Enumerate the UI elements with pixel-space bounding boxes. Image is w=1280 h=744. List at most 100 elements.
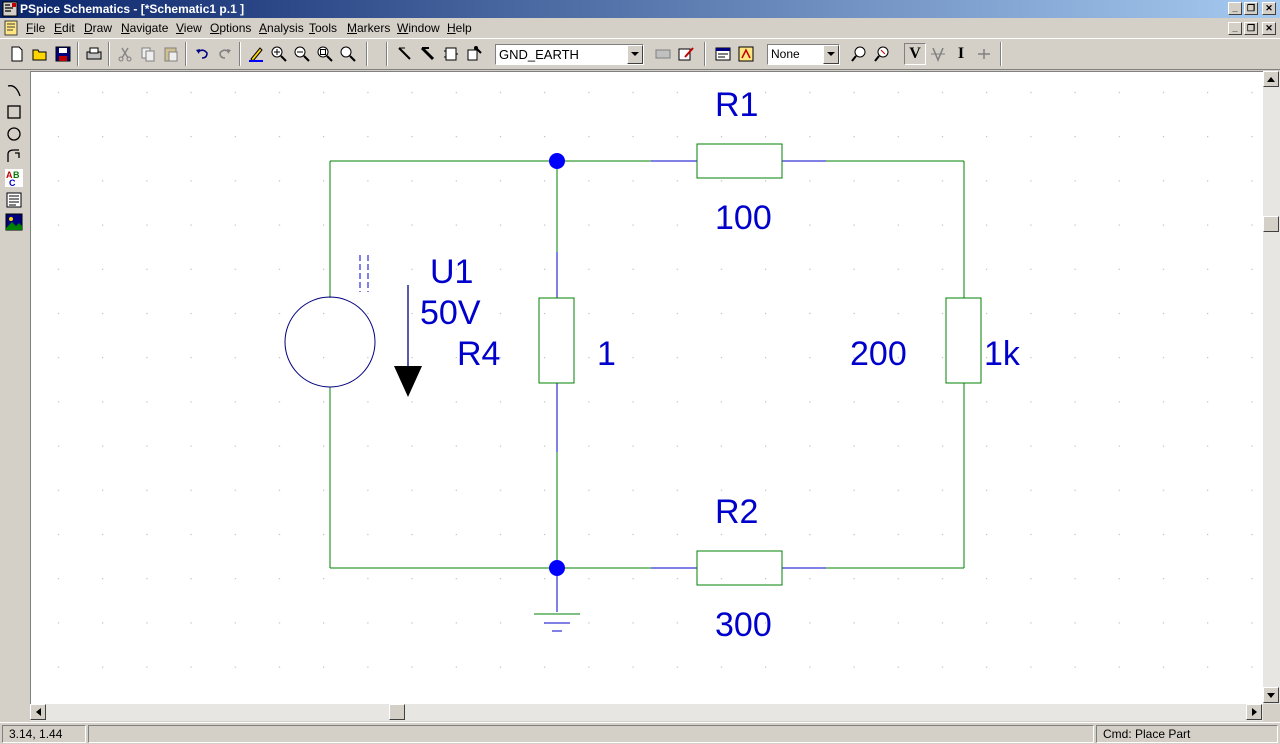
undo-button[interactable] <box>191 43 213 65</box>
circle-icon <box>7 127 21 141</box>
zoom-out-button[interactable] <box>291 43 313 65</box>
r3-ref-label[interactable]: 1k <box>984 335 1021 373</box>
schematic-drawing[interactable]: R1 100 R2 300 200 1k R4 1 U1 50V <box>31 72 1264 705</box>
zoom-area-icon <box>317 46 333 62</box>
pspice-app-icon[interactable] <box>2 1 18 17</box>
menu-window[interactable]: Window <box>397 21 440 35</box>
window-title: PSpice Schematics - [*Schematic1 p.1 ] <box>20 2 245 16</box>
schematic-canvas[interactable]: R1 100 R2 300 200 1k R4 1 U1 50V <box>30 71 1264 705</box>
voltage-marker-button[interactable]: V <box>904 43 926 65</box>
scroll-down-button[interactable] <box>1263 687 1279 703</box>
junction-bottom[interactable] <box>549 560 565 576</box>
chevron-right-icon <box>1251 708 1257 716</box>
menu-edit[interactable]: Edit <box>54 21 75 35</box>
draw-circle-button[interactable] <box>4 124 24 144</box>
picture-icon <box>5 213 23 231</box>
draw-block-button[interactable] <box>440 43 462 65</box>
menu-navigate[interactable]: Navigate <box>121 21 169 35</box>
open-button[interactable] <box>29 43 51 65</box>
horizontal-scrollbar[interactable] <box>30 704 1263 721</box>
menu-options[interactable]: Options <box>210 21 252 35</box>
draw-wire-button[interactable] <box>394 43 416 65</box>
differential-marker-button[interactable] <box>927 43 949 65</box>
u1-value-label[interactable]: 50V <box>420 294 481 332</box>
menu-help[interactable]: Help <box>447 21 472 35</box>
zoom-area-button[interactable] <box>314 43 336 65</box>
doc-restore-button[interactable]: ❐ <box>1244 22 1258 35</box>
simulate-button[interactable] <box>735 43 757 65</box>
enable-bias-button[interactable] <box>871 43 893 65</box>
marker-dropdown-button[interactable] <box>823 45 839 64</box>
menu-markers[interactable]: Markers <box>347 21 391 35</box>
print-button[interactable] <box>83 43 105 65</box>
horizontal-scroll-thumb[interactable] <box>389 704 405 720</box>
current-marker-button[interactable]: I <box>950 43 972 65</box>
minimize-button[interactable]: _ <box>1228 2 1242 15</box>
probe-button[interactable] <box>848 43 870 65</box>
ground-symbol[interactable] <box>534 613 580 632</box>
draw-box-button[interactable] <box>4 102 24 122</box>
attributes-icon <box>655 49 671 59</box>
svg-text:B: B <box>13 170 20 180</box>
get-new-part-button[interactable] <box>463 43 485 65</box>
resistor-r4[interactable] <box>538 297 575 384</box>
menu-draw[interactable]: Draw <box>84 21 113 35</box>
part-browser-combo[interactable]: GND_EARTH <box>495 44 644 65</box>
r4-value-label[interactable]: 1 <box>597 335 616 373</box>
paste-button[interactable] <box>160 43 182 65</box>
r2-ref-label[interactable]: R2 <box>715 493 758 531</box>
scroll-right-button[interactable] <box>1246 704 1262 720</box>
resistor-r3[interactable] <box>945 297 982 384</box>
resistor-r1[interactable] <box>696 143 783 179</box>
junction-top[interactable] <box>549 153 565 169</box>
u1-ref-label[interactable]: U1 <box>430 253 473 291</box>
restore-button[interactable]: ❐ <box>1244 2 1258 15</box>
vertical-scroll-thumb[interactable] <box>1263 216 1279 232</box>
save-disk-icon <box>55 46 71 62</box>
draw-bus-button[interactable] <box>417 43 439 65</box>
status-message-panel <box>88 725 1094 743</box>
r1-ref-label[interactable]: R1 <box>715 86 758 124</box>
wires[interactable] <box>329 160 965 569</box>
part-browser-dropdown-button[interactable] <box>627 45 643 64</box>
menu-tools[interactable]: Tools <box>309 21 338 35</box>
document-icon[interactable] <box>3 20 19 36</box>
resistor-r2[interactable] <box>696 550 783 586</box>
save-button[interactable] <box>52 43 74 65</box>
power-marker-button[interactable] <box>973 43 995 65</box>
redraw-button[interactable] <box>245 43 267 65</box>
draw-polyline-button[interactable] <box>4 146 24 166</box>
get-part-icon <box>467 46 482 61</box>
redo-button[interactable] <box>214 43 236 65</box>
r2-value-label[interactable]: 300 <box>715 606 772 644</box>
doc-minimize-button[interactable]: _ <box>1228 22 1242 35</box>
menu-file[interactable]: File <box>26 21 46 35</box>
setup-analysis-button[interactable] <box>712 43 734 65</box>
current-source-u1[interactable] <box>284 255 422 397</box>
edit-symbol-button[interactable] <box>675 43 697 65</box>
zoom-fit-button[interactable] <box>337 43 359 65</box>
r1-value-label[interactable]: 100 <box>715 199 772 237</box>
copy-icon <box>141 47 155 62</box>
draw-text-box-button[interactable] <box>4 190 24 210</box>
scroll-up-button[interactable] <box>1263 71 1279 87</box>
edit-attributes-button[interactable] <box>652 43 674 65</box>
vertical-scrollbar[interactable] <box>1263 71 1280 704</box>
cut-button[interactable] <box>114 43 136 65</box>
title-bar[interactable]: PSpice Schematics - [*Schematic1 p.1 ] _… <box>0 0 1280 18</box>
insert-picture-button[interactable] <box>4 212 24 232</box>
menu-view[interactable]: View <box>176 21 202 35</box>
doc-close-button[interactable]: ✕ <box>1262 22 1276 35</box>
scroll-left-button[interactable] <box>30 704 46 720</box>
r3-value-label[interactable]: 200 <box>850 335 907 373</box>
draw-arc-button[interactable] <box>4 80 24 100</box>
block-icon <box>444 47 458 61</box>
r4-ref-label[interactable]: R4 <box>457 335 500 373</box>
copy-button[interactable] <box>137 43 159 65</box>
zoom-in-button[interactable] <box>268 43 290 65</box>
marker-combo[interactable]: None <box>767 44 840 65</box>
close-button[interactable]: ✕ <box>1262 2 1276 15</box>
new-button[interactable] <box>6 43 28 65</box>
menu-analysis[interactable]: Analysis <box>259 21 304 35</box>
